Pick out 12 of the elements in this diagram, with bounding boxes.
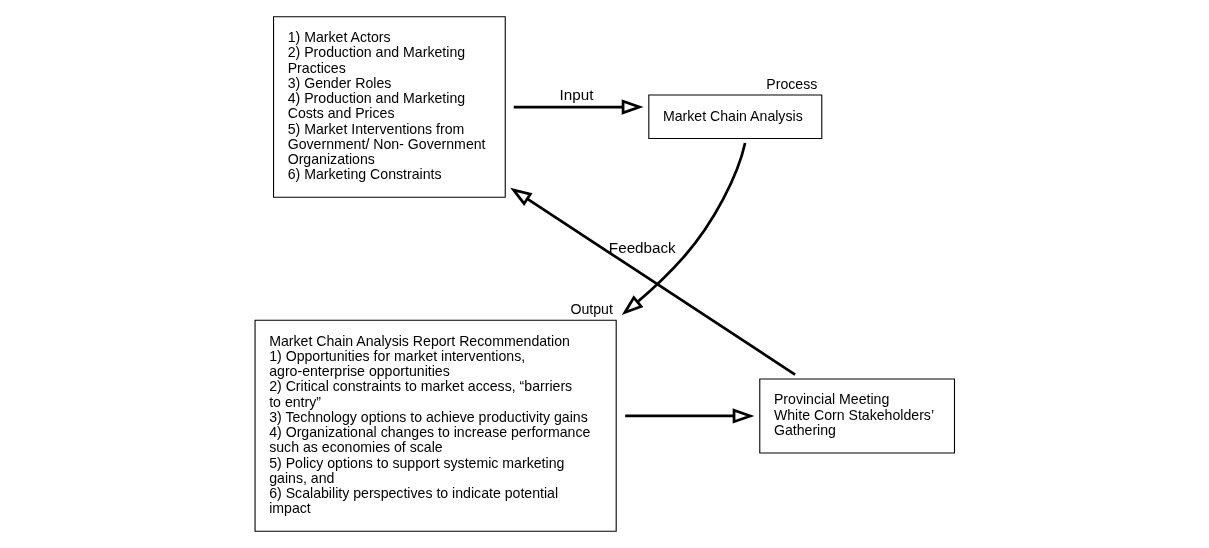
- arrow: [513, 99, 644, 115]
- node-box: Market Chain Analysis Report Recommendation 1) Opportunities for market interventions, agro-enterprise opportunities 2) Critical constraints to market access, “barriers to entry” 3) Technology options to achieve productivity gains 4) Organizational changes to increase performance such as economies of scale 5) Policy options to support systemic marketing gains, and 6) Scalability perspectives to indicate potential impact: [254, 319, 617, 532]
- arrow: [625, 408, 755, 424]
- arrow: [621, 142, 747, 316]
- node-box: Provincial Meeting White Corn Stakeholders’ Gathering: [759, 378, 956, 454]
- node-box: Market Chain Analysis: [648, 94, 823, 140]
- node-label: Process: [766, 75, 818, 92]
- edge-label: Input: [559, 85, 594, 103]
- edge-label: Feedback: [608, 239, 676, 257]
- arrow: [510, 187, 796, 376]
- node-label: Output: [570, 301, 613, 318]
- node-box: 1) Market Actors 2) Production and Marketing Practices 3) Gender Roles 4) Production and Marketing Costs and Prices 5) Market Interventions from Government/ Non- Government Organizations 6) Marketing Constraints: [273, 16, 506, 198]
